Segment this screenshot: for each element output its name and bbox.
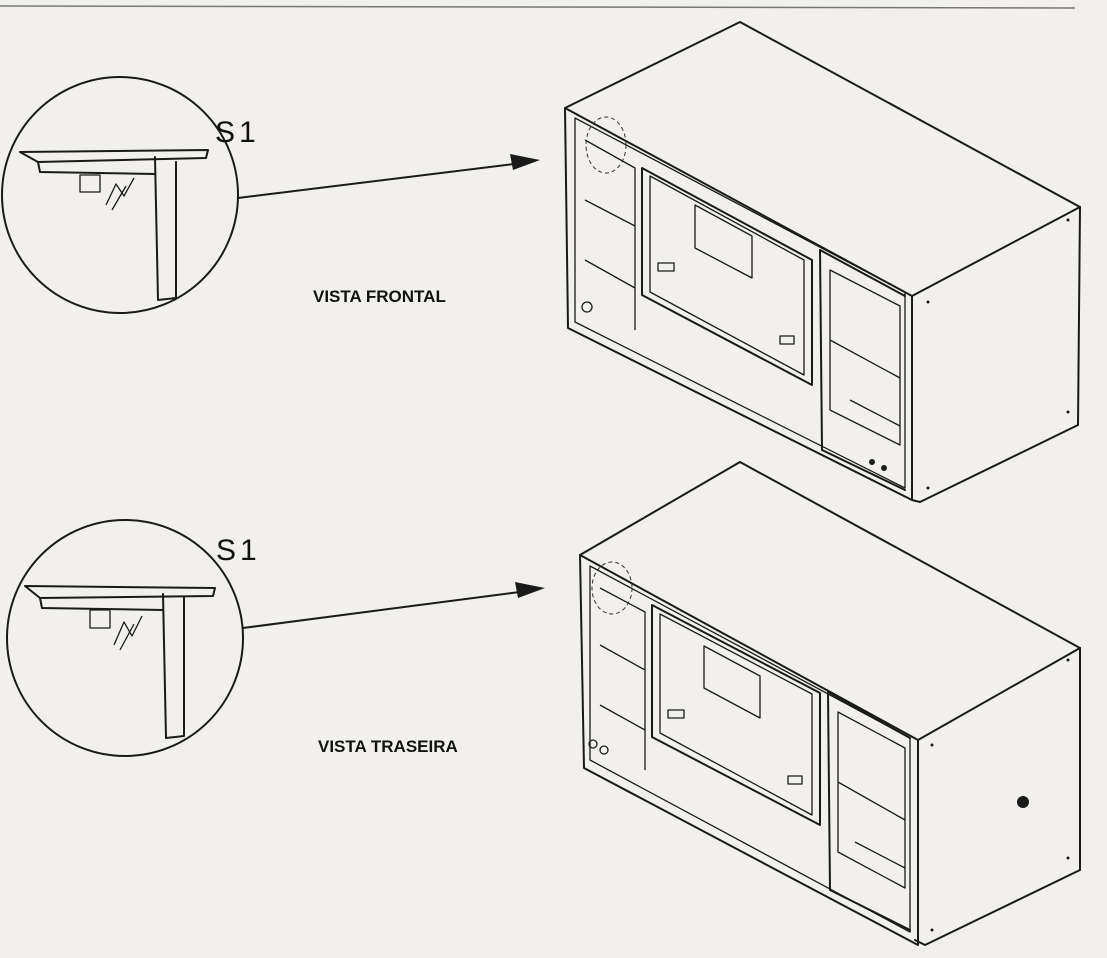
callout-label-traseira: S1 — [216, 534, 261, 567]
top-border-line — [0, 5, 1076, 9]
cabinet-frontal — [564, 21, 1081, 503]
callout-arrow-traseira — [242, 582, 545, 629]
view-label-frontal: VISTA FRONTAL — [313, 287, 446, 306]
view-label-traseira: VISTA TRASEIRA — [318, 737, 458, 756]
callout-arrow-frontal — [237, 154, 540, 199]
view-traseira: S1 VISTA TRASEIRA — [6, 461, 1081, 946]
detail-circle-frontal — [1, 76, 239, 314]
view-frontal: S1 VISTA FRONTAL — [1, 21, 1081, 503]
callout-label-frontal: S1 — [215, 116, 260, 149]
cabinet-traseira — [579, 461, 1081, 946]
detail-circle-traseira — [6, 519, 244, 757]
